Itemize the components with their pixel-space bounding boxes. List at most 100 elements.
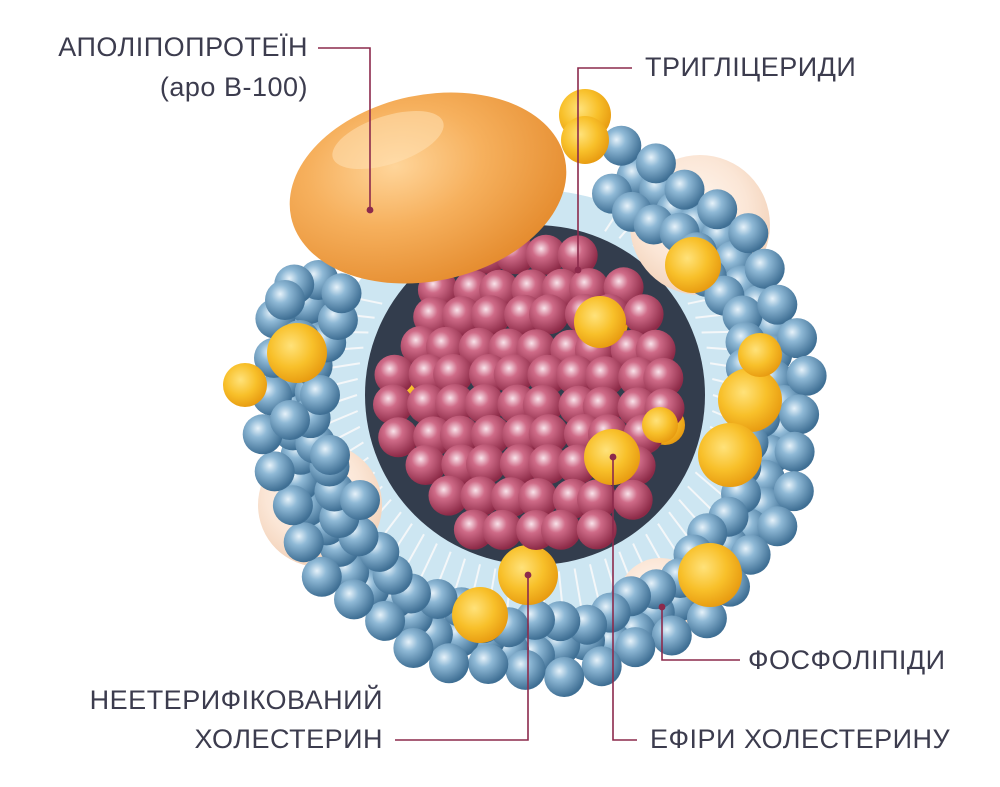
triglyceride-sphere (482, 509, 523, 550)
dot-cholesterol-esters (609, 453, 617, 461)
dot-phospholipids (658, 603, 666, 611)
phospholipid-head (301, 556, 342, 597)
phospholipid-tail (701, 330, 730, 334)
triglyceride-sphere (405, 445, 446, 485)
triglyceride-sphere (433, 354, 474, 394)
phospholipid-head (340, 480, 380, 520)
phospholipid-head (697, 189, 738, 230)
cholesterol-sphere (223, 363, 267, 407)
triglyceride-sphere (378, 417, 419, 458)
triglyceride-sphere (460, 476, 501, 517)
phospholipid-tail (327, 410, 359, 425)
triglyceride-sphere (527, 354, 568, 395)
triglyceride-sphere (528, 444, 569, 485)
phospholipid-tail (687, 485, 715, 513)
phospholipid-head (773, 471, 814, 512)
triglyceride-sphere (493, 354, 534, 395)
phospholipid-tail (356, 297, 383, 305)
label-phospholipids: ФОСФОЛІПІДИ (748, 645, 946, 675)
phospholipid-head (728, 213, 769, 254)
triglyceride-sphere (623, 294, 664, 335)
cholesterol-ester-sphere (574, 296, 626, 348)
phospholipid-head (310, 435, 350, 475)
triglyceride-sphere (470, 295, 511, 336)
phospholipid-head (581, 646, 622, 687)
phospholipid-head (686, 598, 727, 639)
phospholipid-tail (330, 362, 361, 369)
triglyceride-sphere (555, 355, 596, 396)
dot-triglycerides (574, 266, 582, 274)
phospholipid-head (505, 649, 546, 690)
triglyceride-sphere (435, 384, 475, 424)
phospholipid-tail (589, 564, 601, 604)
apolipoprotein-blob (289, 92, 567, 284)
phospholipid-tail (695, 313, 723, 319)
cholesterol-sphere (665, 237, 721, 293)
triglyceride-sphere (528, 414, 569, 455)
leader-unesterified (395, 575, 529, 741)
phospholipid-head (265, 280, 305, 320)
phospholipid-head (651, 615, 692, 656)
phospholipid-head (777, 318, 817, 359)
triglyceride-sphere (577, 479, 617, 520)
triglyceride-sphere (441, 296, 482, 337)
triglyceride-sphere (374, 354, 415, 395)
triglyceride-sphere (373, 384, 413, 425)
label-apolipoprotein-sub: (apo B-100) (159, 72, 308, 102)
leader-lines (318, 47, 740, 741)
phospholipid-head (300, 375, 340, 415)
label-triglycerides: ТРИГЛІЦЕРИДИ (645, 52, 857, 82)
phospholipid-head (779, 394, 820, 435)
phospholipid-head (254, 451, 295, 492)
label-unesterified-line1: НЕЕТЕРИФІКОВАНИЙ (89, 685, 383, 715)
phospholipid-tail (404, 533, 425, 569)
cholesterol-sphere (698, 423, 762, 487)
label-apolipoprotein: АПОЛІПОПРОТЕЇН (58, 32, 308, 62)
triglyceride-sphere (540, 509, 581, 550)
phospholipid-head (615, 627, 656, 668)
leader-phospholipids (661, 607, 740, 661)
phospholipid-head (601, 125, 642, 166)
triglyceride-sphere (439, 415, 480, 456)
triglyceride-sphere (428, 475, 469, 516)
cholesterol-sphere (678, 543, 742, 607)
triglyceride-sphere (643, 357, 684, 398)
label-cholesterol-esters: ЕФІРИ ХОЛЕСТЕРИНУ (650, 724, 951, 754)
triglyceride-sphere (518, 478, 558, 519)
triglyceride-core (373, 234, 685, 550)
phospholipid-head (272, 485, 313, 526)
phospholipid-head (468, 644, 509, 684)
leader-triglycerides (577, 67, 632, 270)
leader-dots (366, 206, 666, 611)
phospholipid-head (757, 284, 798, 325)
leader-apolipoprotein (318, 47, 371, 210)
label-unesterified-line2: ХОЛЕСТЕРИН (194, 724, 383, 754)
cholesterol-sphere (718, 368, 782, 432)
phospholipid-head (429, 643, 469, 684)
triglyceride-sphere (499, 444, 540, 484)
dot-apolipoprotein (366, 206, 374, 214)
cholesterol-sphere (738, 333, 782, 377)
triglyceride-sphere (529, 294, 569, 335)
cholesterol-ester-sphere (642, 407, 678, 443)
cholesterol-sphere (561, 116, 609, 164)
phospholipid-head (283, 522, 324, 563)
phospholipid-head (664, 169, 705, 210)
phospholipid-head (774, 431, 815, 472)
triglyceride-sphere (612, 479, 653, 520)
phospholipid-head (334, 579, 374, 620)
phospholipid-head (786, 355, 827, 396)
leader-cholesterol-esters (612, 457, 637, 741)
phospholipid-head (393, 628, 434, 668)
cholesterol-sphere (452, 587, 508, 643)
triglyceride-sphere (576, 509, 617, 550)
phospholipid-head (635, 143, 676, 184)
cholesterol-sphere (267, 323, 327, 383)
phospholipid-head (757, 506, 798, 547)
triglyceride-sphere (585, 356, 625, 397)
phospholipid-shell (223, 89, 827, 697)
phospholipid-tail (694, 471, 724, 496)
phospholipid-head (365, 600, 406, 641)
triglyceride-sphere (525, 234, 566, 275)
